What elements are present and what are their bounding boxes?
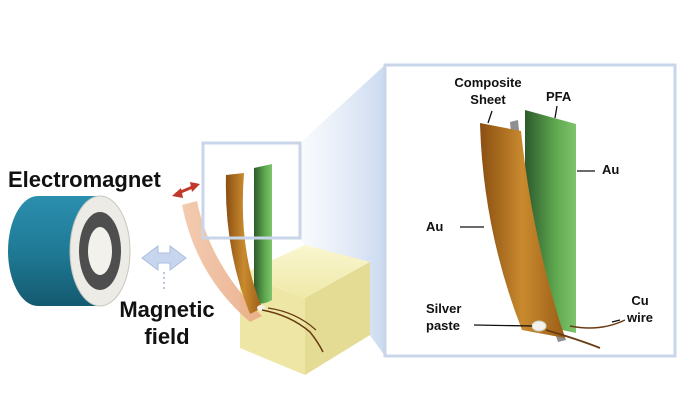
cu-wire-line1: Cu <box>631 293 649 308</box>
detail-frame <box>201 141 302 240</box>
pfa-label: PFA <box>546 89 572 104</box>
base-block <box>240 245 370 375</box>
magnetic-field-label: Magnetic field <box>112 296 222 350</box>
composite-sheet-line2: Sheet <box>470 92 506 107</box>
small-device <box>225 164 324 353</box>
magnetic-field-arrow-icon <box>141 245 187 292</box>
au-left-label: Au <box>426 219 444 234</box>
au-right-label: Au <box>602 162 620 177</box>
cu-wire-line2: wire <box>626 310 653 325</box>
silver-paste-line1: Silver <box>426 301 462 316</box>
leader-lines <box>460 105 621 327</box>
electromagnet-label: Electromagnet <box>8 167 161 192</box>
composite-sheet-line1: Composite <box>454 75 522 90</box>
magnetic-field-line2: field <box>144 324 190 349</box>
magnetic-field-line1: Magnetic <box>119 297 215 322</box>
enlarged-device <box>480 110 626 349</box>
motion-arrow-icon <box>172 182 200 198</box>
silver-paste-line2: paste <box>426 318 460 333</box>
composite-sheet-label: Composite Sheet <box>438 74 538 108</box>
silver-paste-label: Silver paste <box>426 300 461 334</box>
cu-wire-label: Cu wire <box>620 292 660 326</box>
electromagnet-icon <box>8 195 131 307</box>
